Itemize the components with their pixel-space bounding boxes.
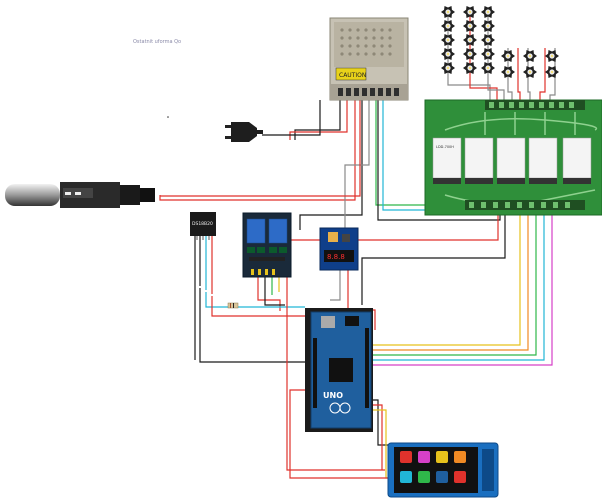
driver-module-5 — [562, 137, 592, 184]
wire-relay-2 — [264, 277, 285, 306]
led-star-icon — [463, 33, 477, 47]
sensor-label: DS18B20 — [192, 221, 213, 227]
temperature-sensor: DS18B20 — [190, 212, 216, 240]
wire-psu-cyan — [382, 98, 430, 211]
led-star-icon — [441, 47, 455, 61]
wire-display-black — [372, 399, 395, 446]
wire-pcb-4 — [372, 210, 545, 361]
buck-display: 8.8.8 — [327, 253, 345, 261]
power-supply-unit: CAUTION — [329, 17, 409, 101]
wire-psu-green — [375, 98, 430, 206]
wires — [159, 15, 556, 479]
led-star-icon — [441, 19, 455, 33]
led-star-icon — [481, 61, 495, 75]
led-star-icon — [545, 49, 559, 63]
wire-mains — [262, 100, 321, 136]
led-star-icon — [441, 33, 455, 47]
wire-pcb-black — [361, 210, 506, 305]
mains-plug-icon — [225, 122, 263, 142]
led-star-icon — [441, 5, 455, 19]
temperature-probe-icon — [5, 182, 155, 208]
led-star-icon — [545, 65, 559, 79]
wire-psu-to-driver-black — [299, 98, 363, 230]
wire-pcb-1 — [372, 210, 521, 346]
wire-display-red — [370, 404, 383, 470]
arduino-brand: UNO — [323, 391, 343, 400]
wire-psu-v — [289, 98, 348, 140]
led-star-icon — [481, 47, 495, 61]
caption-text: Ostatnit uforma Qo — [133, 39, 182, 45]
driver-module-2 — [464, 137, 494, 184]
wire-psu-gray — [344, 98, 370, 228]
driver-module-4 — [528, 137, 558, 184]
wire-pcb-2 — [372, 210, 529, 351]
wire-sensor-red — [211, 296, 305, 317]
wire-pcb-5 — [372, 210, 553, 366]
led-star-icon — [463, 19, 477, 33]
led-star-icon — [463, 5, 477, 19]
wire-led-grp3b — [539, 48, 546, 100]
wire-psu-to-driver-red — [159, 98, 356, 201]
led-star-icon — [441, 61, 455, 75]
stray-dot — [167, 116, 169, 118]
wire-probe — [160, 100, 361, 197]
led-array — [441, 5, 559, 79]
wire-display-left — [289, 389, 390, 479]
wire-relay-1 — [257, 277, 281, 311]
led-star-icon — [481, 33, 495, 47]
relay-module — [242, 212, 292, 278]
led-star-icon — [523, 65, 537, 79]
led-star-icon — [481, 5, 495, 19]
buck-converter: 8.8.8 — [319, 227, 359, 271]
led-star-icon — [463, 47, 477, 61]
arduino-board: UNO — [305, 308, 373, 432]
led-star-icon — [523, 49, 537, 63]
led-star-icon — [501, 49, 515, 63]
driver-module-1 — [432, 137, 462, 184]
led-star-icon — [481, 19, 495, 33]
wire-psu-gnd — [294, 98, 341, 140]
wire-sensor-resistor — [205, 292, 305, 308]
psu-warning-label: CAUTION — [339, 72, 366, 79]
driver-module-3 — [496, 137, 526, 184]
led-driver-board: LDD-700H — [424, 99, 602, 216]
wire-sensor-black — [199, 288, 305, 363]
driver-model-label: LDD-700H — [436, 145, 454, 149]
pullup-resistor — [227, 302, 239, 309]
wire-pcb-3 — [372, 210, 537, 356]
led-star-icon — [463, 61, 477, 75]
led-star-icon — [501, 65, 515, 79]
wire-buck-1 — [330, 270, 341, 301]
wire-led-grp2b — [517, 48, 521, 100]
touchscreen-icon — [387, 442, 499, 498]
